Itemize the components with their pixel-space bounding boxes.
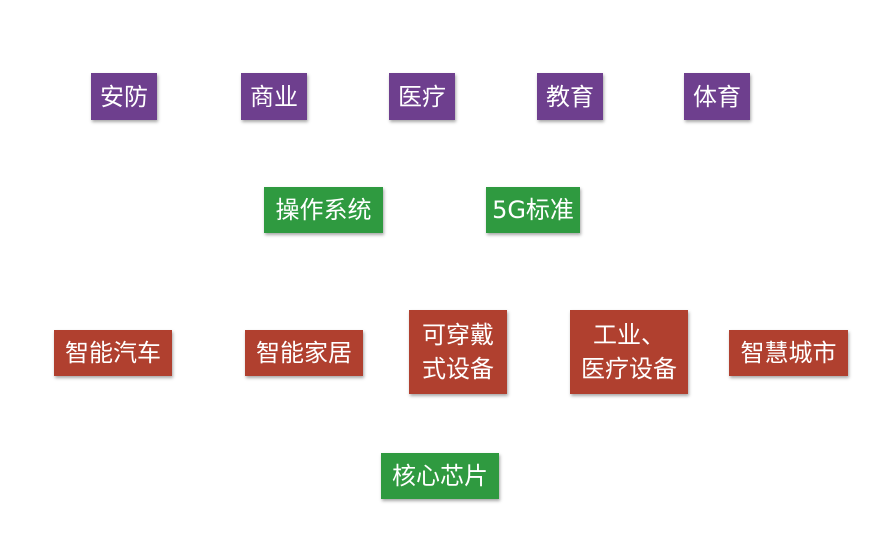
- core-chip-box: 核心芯片: [381, 453, 499, 499]
- application-box-commerce: 商业: [241, 73, 307, 120]
- device-box-wearable: 可穿戴 式设备: [409, 310, 507, 394]
- device-box-industrial-medical: 工业、 医疗设备: [570, 310, 688, 394]
- application-box-sports: 体育: [684, 73, 750, 120]
- application-box-medical: 医疗: [389, 73, 455, 120]
- platform-box-os: 操作系统: [264, 187, 383, 233]
- device-box-smart-car: 智能汽车: [54, 330, 172, 376]
- application-box-security: 安防: [91, 73, 157, 120]
- device-box-smart-home: 智能家居: [245, 330, 363, 376]
- device-box-smart-city: 智慧城市: [729, 330, 848, 376]
- platform-box-5g: 5G标准: [486, 187, 580, 233]
- application-box-education: 教育: [537, 73, 603, 120]
